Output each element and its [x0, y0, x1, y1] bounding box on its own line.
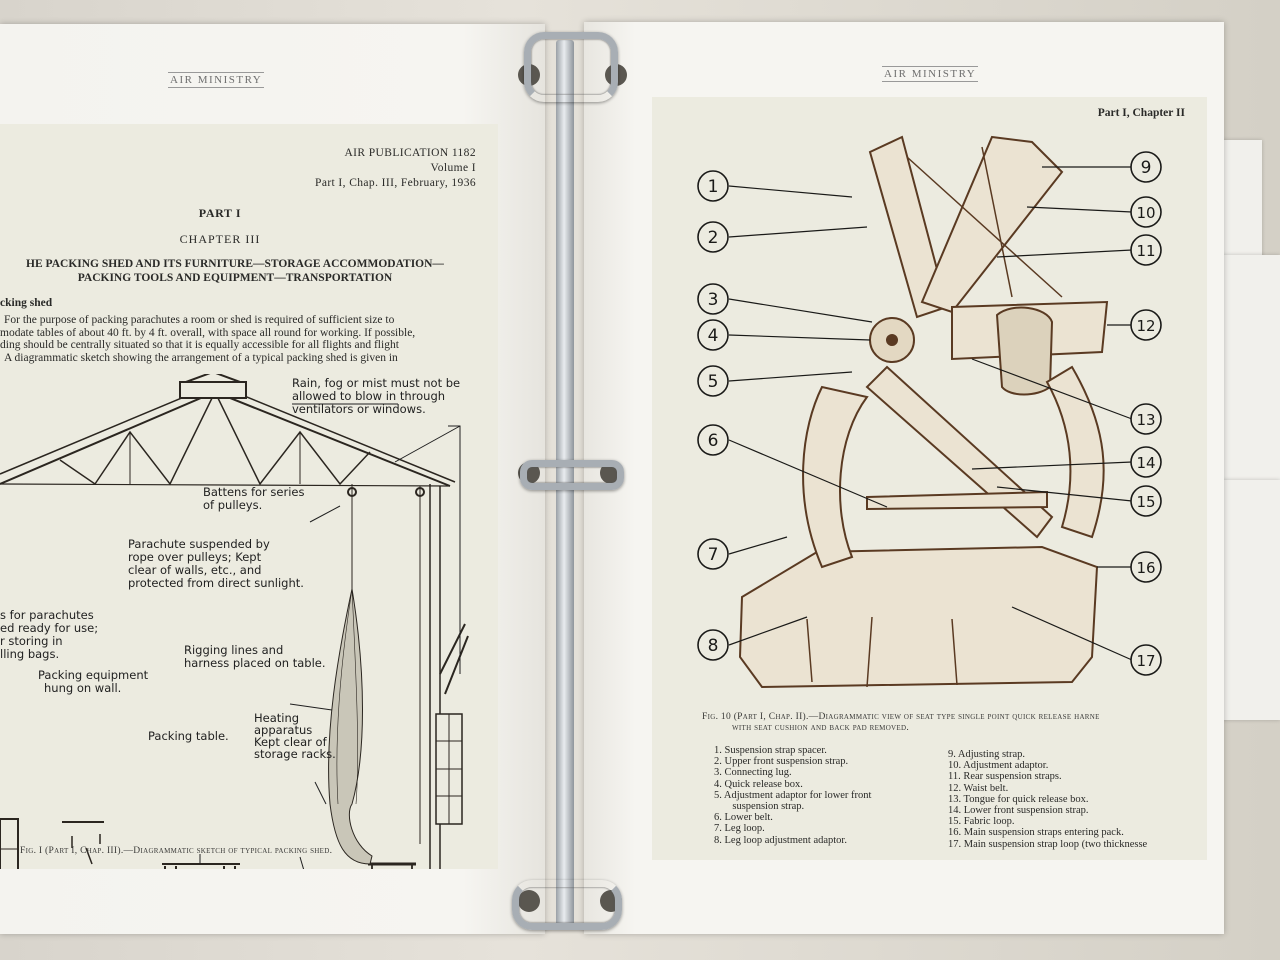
release-pad — [995, 306, 1054, 396]
figure-plate: Part I, Chapter II — [652, 97, 1207, 860]
callout-4: 4 — [697, 319, 729, 351]
svg-text:12: 12 — [1136, 317, 1155, 335]
chapter-title: HE PACKING SHED AND ITS FURNITURE—STORAG… — [26, 258, 444, 284]
svg-text:14: 14 — [1136, 454, 1155, 472]
callout-15: 15 — [1130, 485, 1162, 517]
svg-text:7: 7 — [708, 545, 719, 565]
figure-caption: Fig. I (Part I, Chap. III).—Diagrammatic… — [20, 846, 333, 856]
index-tab[interactable] — [1222, 255, 1280, 485]
figure-caption: Fig. 10 (Part I, Chap. II).—Diagrammatic… — [702, 712, 1100, 733]
svg-text:9: 9 — [1141, 158, 1152, 178]
callout-3: 3 — [697, 283, 729, 315]
svg-text:10: 10 — [1136, 204, 1155, 222]
svg-text:4: 4 — [708, 326, 719, 346]
part-reference: Part I, Chapter II — [1097, 107, 1185, 119]
part-heading: PART I — [198, 206, 242, 220]
svg-text:17: 17 — [1136, 652, 1155, 670]
back-strap-right — [920, 135, 1064, 314]
body-paragraph: For the purpose of packing parachutes a … — [0, 314, 416, 364]
callout-5: 5 — [697, 365, 729, 397]
callout-8: 8 — [697, 629, 729, 661]
svg-text:15: 15 — [1136, 493, 1155, 511]
callout-group-right: 9 10 11 12 13 14 15 16 17 — [1130, 151, 1162, 676]
callout-6: 6 — [697, 424, 729, 456]
svg-text:8: 8 — [708, 636, 719, 656]
leg-strap-left — [802, 385, 869, 569]
svg-text:1: 1 — [708, 177, 719, 197]
binder-ring-middle[interactable] — [520, 460, 624, 490]
binder-ring-bottom[interactable] — [512, 880, 622, 930]
callout-1: 1 — [697, 170, 729, 202]
svg-text:3: 3 — [708, 290, 719, 310]
callout-14: 14 — [1130, 446, 1162, 478]
annotation-table: Packing table. — [148, 729, 229, 743]
callout-16: 16 — [1130, 551, 1162, 583]
svg-text:6: 6 — [708, 431, 719, 451]
svg-text:5: 5 — [708, 372, 719, 392]
legend-right: 9. Adjusting strap. 10. Adjustment adapt… — [948, 749, 1148, 850]
page-header: AIR MINISTRY — [168, 72, 265, 88]
page-header: AIR MINISTRY — [882, 66, 979, 82]
parachute-drawing — [328, 588, 373, 865]
svg-text:16: 16 — [1136, 559, 1155, 577]
publication-reference: AIR PUBLICATION 1182 Volume I Part I, Ch… — [315, 147, 476, 189]
svg-text:11: 11 — [1136, 242, 1155, 260]
seat-cushion — [738, 545, 1099, 689]
chapter-heading: CHAPTER III — [179, 232, 261, 246]
callout-2: 2 — [697, 221, 729, 253]
callout-10: 10 — [1130, 196, 1162, 228]
callout-9: 9 — [1130, 151, 1162, 183]
binder-ring-top[interactable] — [524, 32, 618, 102]
callout-12: 12 — [1130, 309, 1162, 341]
harness-diagram: 1 2 3 4 5 6 7 8 9 10 11 12 13 14 15 16 1… — [697, 135, 1162, 689]
left-page: AIR MINISTRY AIR PUBLICATION 1182 Volume… — [0, 24, 545, 934]
rear-straps — [906, 146, 1063, 298]
callout-group-left: 1 2 3 4 5 6 7 8 — [697, 170, 729, 661]
callout-17: 17 — [1130, 644, 1162, 676]
legend-left: 1. Suspension strap spacer. 2. Upper fro… — [714, 745, 872, 846]
callout-7: 7 — [697, 538, 729, 570]
leg-strap-right — [1045, 365, 1105, 539]
callout-13: 13 — [1130, 403, 1162, 435]
svg-text:13: 13 — [1136, 411, 1155, 429]
section-heading: cking shed — [0, 297, 53, 309]
document-plate: AIR PUBLICATION 1182 Volume I Part I, Ch… — [0, 124, 498, 869]
callout-11: 11 — [1130, 234, 1162, 266]
index-tab[interactable] — [1222, 480, 1280, 720]
svg-text:2: 2 — [708, 228, 719, 248]
index-tab[interactable] — [1222, 140, 1262, 260]
